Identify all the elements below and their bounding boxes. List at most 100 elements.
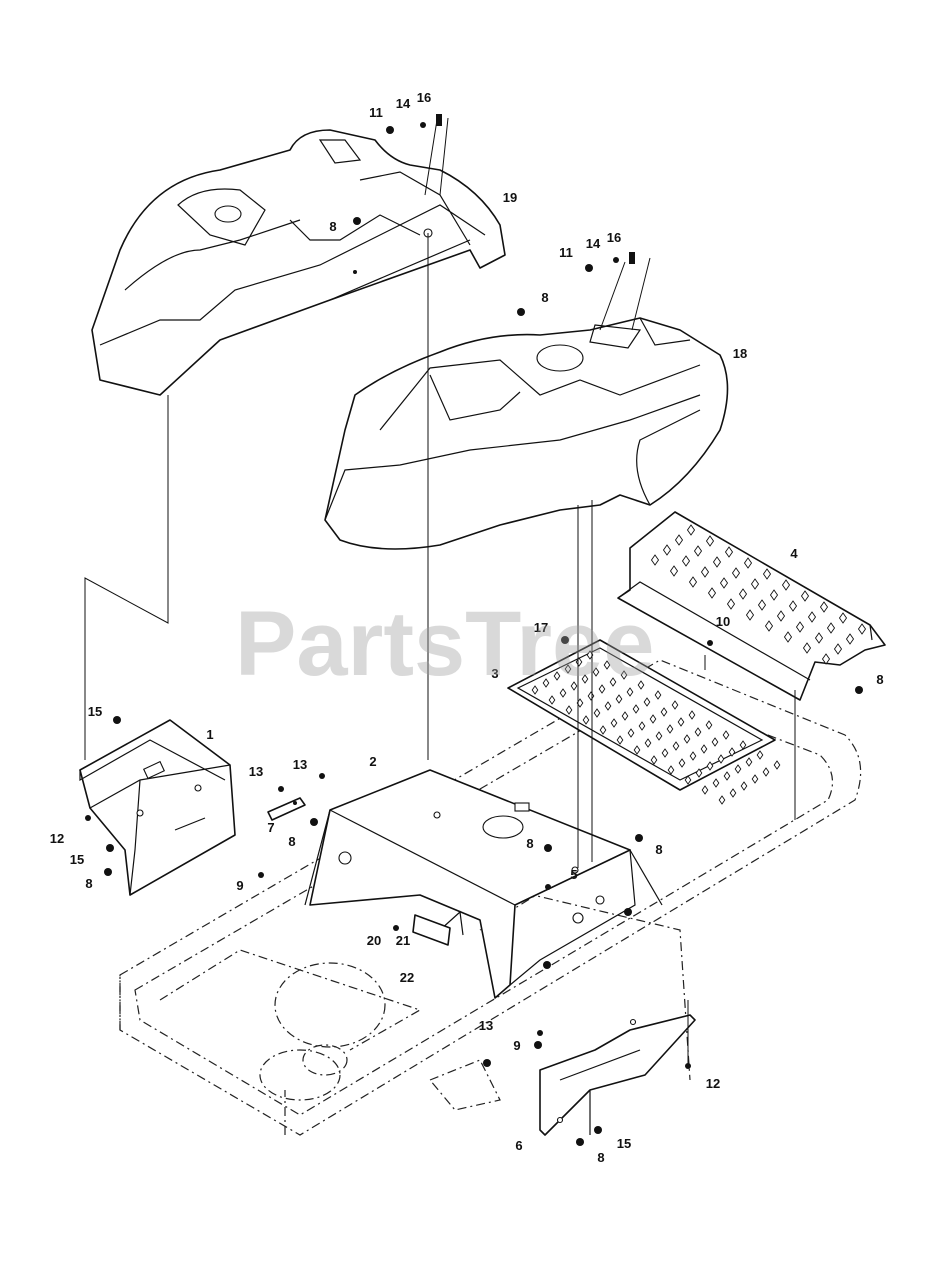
plate4-diamond [681, 555, 691, 567]
plate4-diamond [762, 568, 772, 580]
mat3-diamond [695, 768, 703, 778]
plate4-diamond [674, 534, 684, 546]
mat3-diamond [548, 695, 556, 705]
mat3-diamond [756, 750, 764, 760]
mat3-diamond [531, 685, 539, 695]
callout-c8e: 8 [526, 836, 533, 851]
mat3-diamond [570, 681, 578, 691]
plate4-diamond [802, 642, 812, 654]
mat3-diamond [700, 744, 708, 754]
mat3-diamond [728, 747, 736, 757]
fasteners [85, 114, 863, 1146]
mat3-diamond [717, 754, 725, 764]
mat3-diamond [694, 727, 702, 737]
callout-c13c: 13 [479, 1018, 493, 1033]
plate4-diamond [743, 557, 753, 569]
mat3-diamond [620, 670, 628, 680]
mat3-diamond [660, 707, 668, 717]
mat3-diamond [734, 764, 742, 774]
mat3-diamond [671, 700, 679, 710]
mat3-diamond [751, 774, 759, 784]
callout-c7: 7 [267, 820, 274, 835]
plate4-diamond [788, 600, 798, 612]
plate4-diamond [826, 622, 836, 634]
mat3-diamond [637, 680, 645, 690]
part-2-center-box [304, 769, 663, 999]
mat3-diamond [598, 684, 606, 694]
mat3-diamond [609, 677, 617, 687]
mat3-diamond [666, 724, 674, 734]
callout-c3: 3 [491, 666, 498, 681]
mat3-diamond [615, 694, 623, 704]
plate4-diamond [686, 524, 696, 536]
mat3-diamond [542, 678, 550, 688]
plate4-diamond [724, 546, 734, 558]
mat3-diamond [587, 691, 595, 701]
callout-c8c: 8 [876, 672, 883, 687]
mat3-diamond [661, 748, 669, 758]
plate4-diamond [757, 599, 767, 611]
mat3-diamond [740, 781, 748, 791]
part-18-front-body [324, 317, 729, 550]
mat3-diamond [723, 771, 731, 781]
assembly-lines [84, 117, 796, 1065]
plate4-diamond [807, 611, 817, 623]
mat3-diamond [627, 728, 635, 738]
plate4-diamond [857, 623, 867, 635]
callout-c4: 4 [790, 546, 798, 561]
callout-c10: 10 [716, 614, 730, 629]
mat3-diamond [678, 758, 686, 768]
callout-c8f: 8 [655, 842, 662, 857]
callout-c1: 1 [206, 727, 213, 742]
part-1-left-bracket [79, 719, 236, 896]
mat3-diamond [559, 688, 567, 698]
mat3-diamond [729, 788, 737, 798]
mat3-diamond [575, 657, 583, 667]
plate4-diamond [783, 631, 793, 643]
mat3-diamond [582, 715, 590, 725]
mat3-diamond [722, 730, 730, 740]
mat3-diamond [689, 751, 697, 761]
mat3-diamond [649, 714, 657, 724]
callout-c8b: 8 [541, 290, 548, 305]
mat3-diamond [565, 705, 573, 715]
callout-c5: 5 [570, 867, 577, 882]
plate4-diamond [833, 643, 843, 655]
plate4-diamond [688, 576, 698, 588]
mat3-diamond [745, 757, 753, 767]
plate4-diamond [669, 565, 679, 577]
callout-c12b: 12 [706, 1076, 720, 1091]
mat3-diamond [683, 734, 691, 744]
mat3-diamond [688, 710, 696, 720]
mat3-diamond [638, 721, 646, 731]
callout-c15a: 15 [88, 704, 102, 719]
plate4-diamond [845, 633, 855, 645]
mat3-diamond [705, 720, 713, 730]
mat3-diamond [654, 690, 662, 700]
watermark: PartsTree [235, 593, 654, 695]
part-3-mat-pattern [531, 650, 781, 805]
callout-c11a: 11 [369, 105, 383, 120]
callout-c15b: 15 [70, 852, 84, 867]
mat3-diamond [610, 718, 618, 728]
mat3-diamond [712, 778, 720, 788]
part-6-right-bracket [539, 1014, 696, 1136]
callout-c22: 22 [400, 970, 414, 985]
mat3-diamond [599, 725, 607, 735]
mat3-diamond [739, 740, 747, 750]
callout-c14b: 14 [586, 236, 601, 251]
plate4-diamond [707, 587, 717, 599]
callout-c2: 2 [369, 754, 376, 769]
plate4-diamond [769, 589, 779, 601]
mat3-diamond [604, 701, 612, 711]
mat3-diamond [644, 738, 652, 748]
plate4-diamond [731, 567, 741, 579]
mat3-diamond [581, 674, 589, 684]
callout-c9a: 9 [236, 878, 243, 893]
mat3-diamond [643, 697, 651, 707]
part-22-plate [412, 914, 451, 946]
callout-c20: 20 [367, 933, 381, 948]
plate4-diamond [650, 554, 660, 566]
mat3-diamond [684, 775, 692, 785]
mat3-diamond [701, 785, 709, 795]
